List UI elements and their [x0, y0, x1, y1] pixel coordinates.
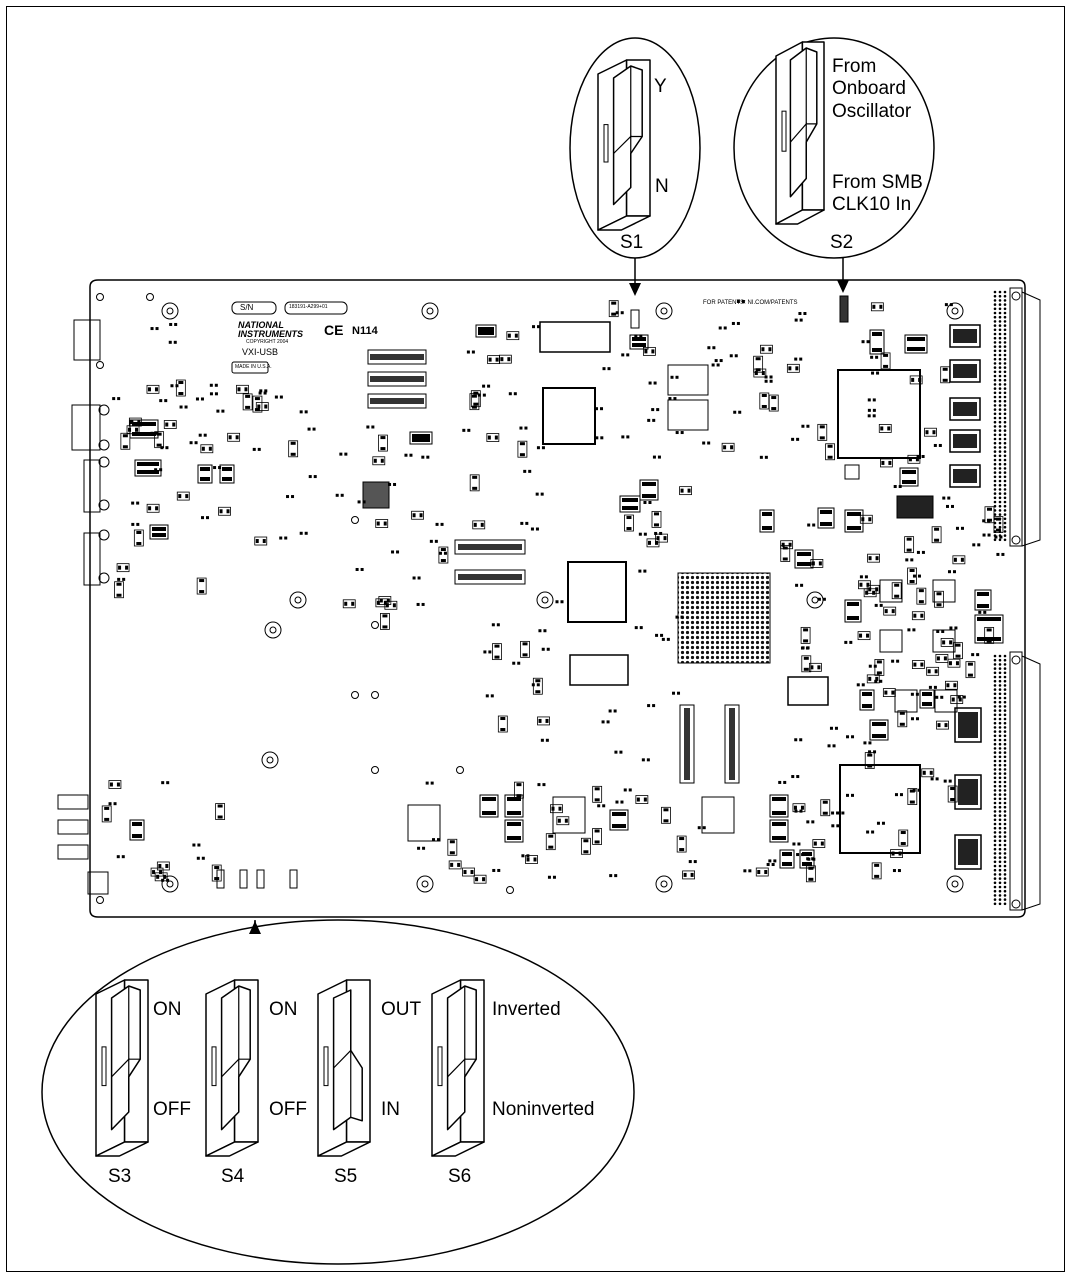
brand-line-2: INSTRUMENTS: [238, 329, 303, 339]
board-s3: [216, 869, 225, 889]
ribbon-connectors: [367, 349, 740, 784]
s3-top-label: ON: [153, 999, 182, 1020]
left-connector-1: [73, 319, 101, 361]
s6-top-label: Inverted: [492, 999, 561, 1020]
ic-bga: [677, 572, 771, 664]
s3-switch-drawing: [95, 979, 149, 1157]
s4-switch-drawing: [205, 979, 259, 1157]
board-s2: [839, 295, 849, 323]
s3-bottom-label: OFF: [153, 1099, 191, 1120]
s1-switch-drawing: [597, 59, 651, 231]
s1-top-label: Y: [654, 76, 667, 97]
pcb-board: [57, 279, 1041, 918]
s4-top-label: ON: [269, 999, 298, 1020]
s1-name: S1: [620, 232, 644, 253]
right-column-chips: [844, 324, 982, 870]
board-s5: [256, 869, 265, 889]
s2-top-label: From Onboard Oscillator: [832, 56, 912, 122]
s5-switch-drawing: [317, 979, 371, 1157]
copyright: COPYRIGHT 2004: [246, 339, 289, 345]
serial-label: S/N: [240, 303, 254, 312]
s6-bottom-label: Noninverted: [492, 1099, 595, 1120]
s4-bottom-label: OFF: [269, 1099, 307, 1120]
s2-arrow: [837, 258, 849, 293]
model-label: VXI-USB: [242, 347, 279, 357]
ic-u2: [362, 481, 390, 509]
small-components: [101, 300, 1005, 884]
s6-name: S6: [448, 1166, 472, 1187]
s1-arrow: [629, 258, 641, 296]
left-connector-3: [83, 459, 101, 513]
s2-bottom-label: From SMB CLK10 In: [832, 172, 923, 216]
s4-name: S4: [221, 1166, 245, 1187]
n-mark: N114: [352, 325, 378, 337]
board-s6: [289, 869, 298, 889]
s2-switch-drawing: [775, 41, 825, 225]
connector-p2: [1009, 651, 1023, 911]
s2-name: S2: [830, 232, 854, 253]
part-number: 183191-A299+01: [289, 304, 328, 310]
board-s4: [239, 869, 248, 889]
connector-p1: [1009, 287, 1023, 547]
connector-pins: [993, 290, 1007, 906]
s6-switch-drawing: [431, 979, 485, 1157]
figure-frame: [6, 6, 1065, 1272]
s3-name: S3: [108, 1166, 132, 1187]
board-s1: [630, 309, 640, 329]
ic-u-main-2: [839, 764, 921, 854]
left-connector-4: [83, 532, 101, 586]
patents-label: FOR PATENTS: NI.COM/PATENTS: [703, 300, 798, 306]
made-in-label: MADE IN U.S.A.: [235, 364, 272, 370]
s1-bottom-label: N: [655, 176, 669, 197]
brand-line-1: NATIONAL: [238, 320, 284, 330]
ic-u-main-1: [837, 369, 921, 459]
ce-mark: CE: [324, 322, 344, 338]
s5-name: S5: [334, 1166, 358, 1187]
s5-top-label: OUT: [381, 999, 422, 1020]
ic-u4: [542, 387, 596, 445]
bottom-switches-callout-ellipse: [41, 919, 635, 1265]
left-connector-2: [71, 404, 101, 451]
s2-callout-ellipse: [733, 37, 935, 259]
s5-bottom-label: IN: [381, 1099, 400, 1120]
ic-u10: [567, 561, 627, 623]
